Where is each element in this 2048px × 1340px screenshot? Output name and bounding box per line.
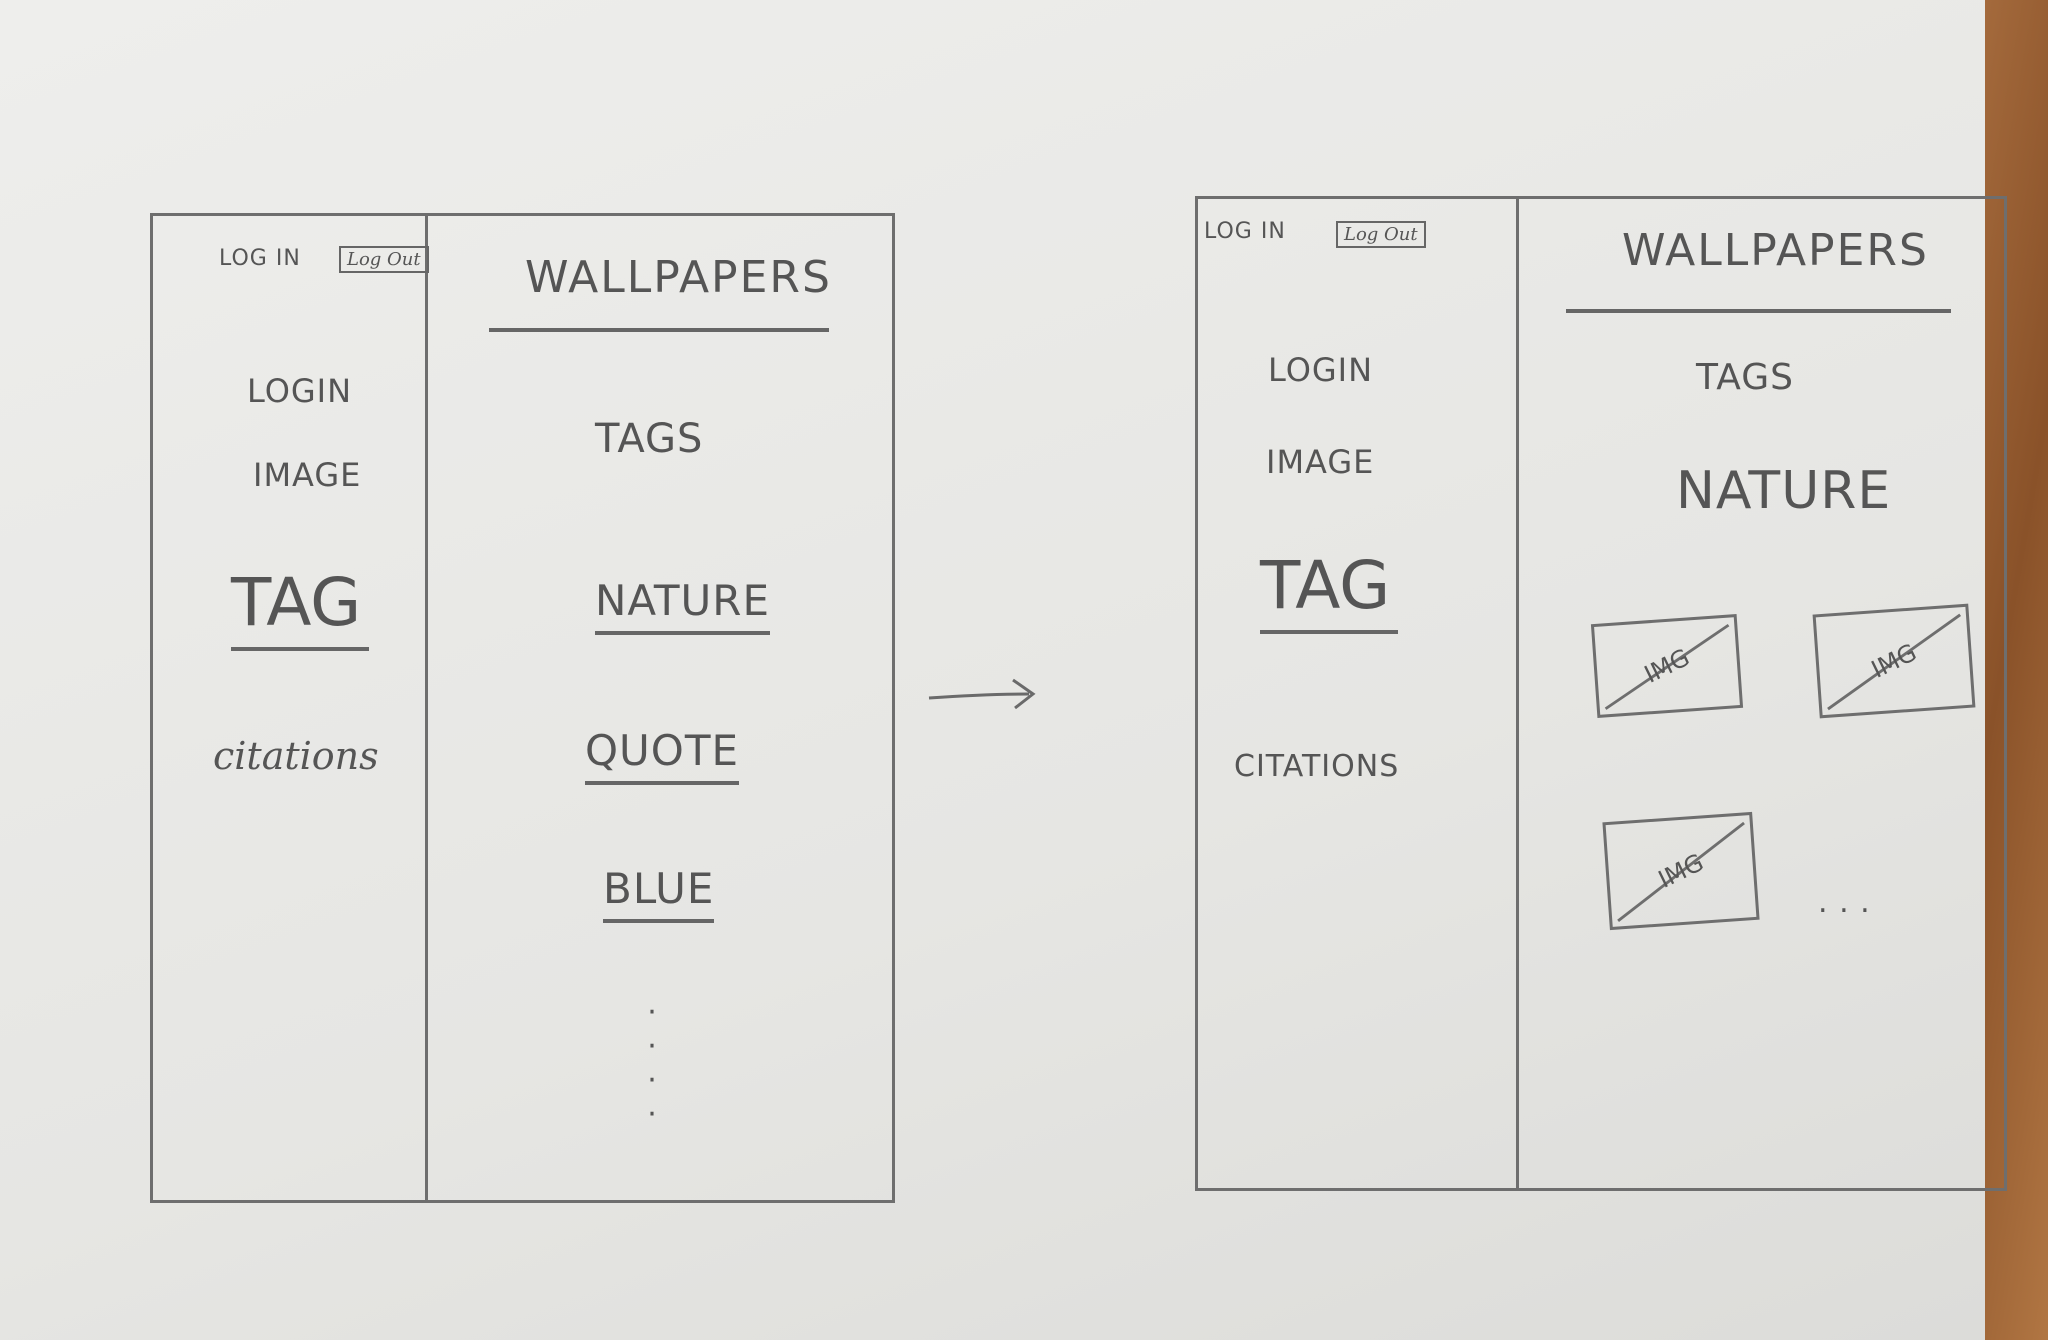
sidebar-item-image[interactable]: IMAGE (1266, 443, 1375, 481)
sidebar-item-tag-active[interactable]: TAG (1260, 547, 1399, 634)
sidebar-item-image[interactable]: IMAGE (253, 456, 362, 494)
paper-background (0, 0, 1985, 1340)
tag-quote[interactable]: QUOTE (585, 726, 740, 785)
placeholder-image-icon (1604, 623, 1730, 710)
wallpaper-thumbnail[interactable]: IMG (1590, 614, 1744, 718)
tag-blue[interactable]: BLUE (603, 864, 715, 923)
logout-button[interactable]: Log Out (1336, 221, 1426, 248)
login-link[interactable]: LOG IN (1204, 219, 1286, 244)
arrow-right-icon (928, 678, 1036, 710)
sidebar-item-login[interactable]: LOGIN (1268, 351, 1374, 389)
placeholder-image-icon (1617, 821, 1745, 922)
right-sidebar: LOG IN Log Out LOGIN IMAGE TAG CITATIONS (1198, 199, 1519, 1188)
page-title: WALLPAPERS (525, 252, 832, 303)
title-underline (1566, 309, 1951, 313)
selected-tag-nature[interactable]: NATURE (1676, 461, 1892, 521)
more-images-indicator: . . . (1818, 885, 1871, 920)
wallpaper-thumbnail[interactable]: IMG (1812, 603, 1976, 719)
left-main: WALLPAPERS TAGS NATURE QUOTE BLUE · · · … (425, 216, 892, 1200)
sidebar-item-login[interactable]: LOGIN (247, 372, 353, 410)
right-sketch-frame: LOG IN Log Out LOGIN IMAGE TAG CITATIONS… (1195, 196, 2007, 1191)
page-title: WALLPAPERS (1622, 225, 1929, 276)
sidebar-item-citations[interactable]: CITATIONS (1234, 749, 1400, 784)
left-sidebar: LOG IN Log Out LOGIN IMAGE TAG citations (153, 216, 429, 1200)
placeholder-image-icon (1827, 613, 1962, 711)
wooden-table-edge (1985, 0, 2048, 1340)
more-tags-indicator: · · · · (647, 995, 657, 1132)
wallpaper-thumbnail[interactable]: IMG (1602, 811, 1760, 931)
tags-heading: TAGS (595, 416, 704, 462)
logout-button[interactable]: Log Out (339, 246, 429, 273)
login-link[interactable]: LOG IN (219, 246, 301, 271)
sidebar-item-tag-active[interactable]: TAG (231, 564, 370, 651)
sidebar-item-citations[interactable]: citations (213, 734, 379, 778)
right-main: WALLPAPERS TAGS NATURE IMG IMG IMG . . . (1516, 199, 2004, 1188)
left-sketch-frame: LOG IN Log Out LOGIN IMAGE TAG citations… (150, 213, 895, 1203)
title-underline (489, 328, 829, 332)
tag-nature[interactable]: NATURE (595, 576, 771, 635)
tags-heading: TAGS (1696, 357, 1794, 398)
